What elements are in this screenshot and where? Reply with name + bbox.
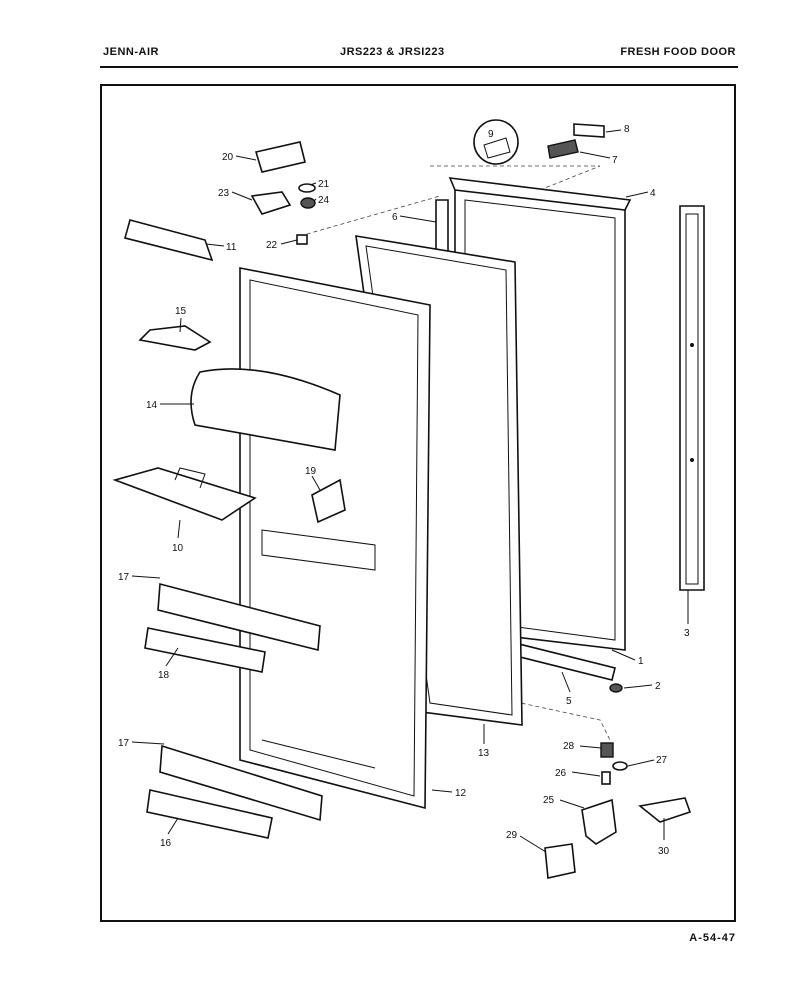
callout-8: 8 xyxy=(624,124,630,135)
part-top-cap xyxy=(448,177,632,211)
part-inner-door-liner xyxy=(239,267,431,810)
part-washer-lower xyxy=(612,761,628,771)
part-bushing-lower xyxy=(601,771,611,785)
part-upper-hinge xyxy=(254,141,306,173)
callout-6: 6 xyxy=(392,212,398,223)
callout-27: 27 xyxy=(656,755,668,766)
part-dairy-door xyxy=(190,368,341,451)
section-title: FRESH FOOD DOOR xyxy=(620,46,736,58)
callout-4: 4 xyxy=(650,188,656,199)
part-washer xyxy=(298,183,316,193)
callout-2: 2 xyxy=(655,681,661,692)
callout-14: 14 xyxy=(146,400,158,411)
part-hinge-shim-lower xyxy=(638,797,692,823)
part-hinge-cover-assembly xyxy=(473,119,605,165)
part-dairy-door-hinge xyxy=(138,325,212,351)
part-side-trim-strip xyxy=(679,205,705,591)
callout-17-lower: 17 xyxy=(118,738,130,749)
part-bushing xyxy=(300,197,316,209)
callout-7: 7 xyxy=(612,155,618,166)
diagram-frame xyxy=(100,84,736,922)
part-lower-hinge xyxy=(581,798,617,845)
callout-24: 24 xyxy=(318,195,330,206)
callout-3: 3 xyxy=(684,628,690,639)
callout-28: 28 xyxy=(563,741,575,752)
part-hinge-pin xyxy=(600,742,614,758)
callout-30: 30 xyxy=(658,846,670,857)
callout-15: 15 xyxy=(175,306,187,317)
leader-lines xyxy=(131,129,689,853)
callout-10: 10 xyxy=(172,543,184,554)
callout-16: 16 xyxy=(160,838,172,849)
callout-20: 20 xyxy=(222,152,234,163)
part-nut xyxy=(609,683,623,693)
callout-26: 26 xyxy=(555,768,567,779)
guide-line xyxy=(299,195,441,237)
part-hinge-plate xyxy=(544,843,576,879)
header-rule xyxy=(100,66,738,68)
callout-23: 23 xyxy=(218,188,230,199)
callout-9: 9 xyxy=(488,129,494,140)
model-numbers: JRS223 & JRSI223 xyxy=(340,46,445,58)
brand-name: JENN-AIR xyxy=(103,46,159,58)
guide-line xyxy=(430,165,601,191)
callout-11: 11 xyxy=(226,242,237,253)
figure-code: A-54-47 xyxy=(689,932,736,944)
callout-17-upper: 17 xyxy=(118,572,130,583)
callout-12: 12 xyxy=(455,788,467,799)
callout-22: 22 xyxy=(266,240,278,251)
callout-29: 29 xyxy=(506,830,518,841)
callout-1: 1 xyxy=(638,656,644,667)
part-egg-tray xyxy=(112,467,257,521)
callout-19: 19 xyxy=(305,466,317,477)
part-screw xyxy=(296,234,308,245)
part-handle-bracket xyxy=(124,219,214,262)
callout-18: 18 xyxy=(158,670,170,681)
part-lower-door-bin xyxy=(146,744,323,839)
part-hinge-shim xyxy=(250,191,292,215)
part-door-stop xyxy=(311,478,346,524)
callout-13: 13 xyxy=(478,748,490,759)
part-upper-door-bin xyxy=(144,582,321,673)
callout-25: 25 xyxy=(543,795,555,806)
callout-5: 5 xyxy=(566,696,572,707)
callout-21: 21 xyxy=(318,179,330,190)
